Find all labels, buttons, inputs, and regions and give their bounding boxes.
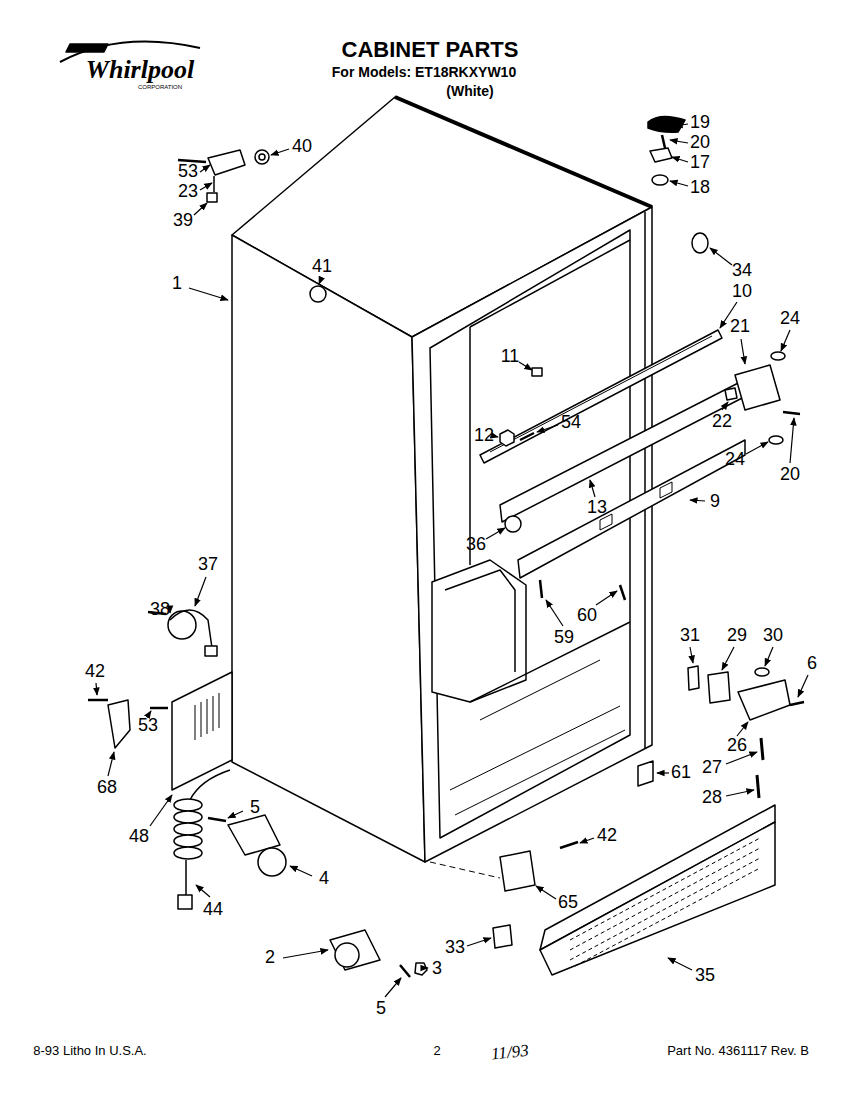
callout-number: 53 — [178, 162, 198, 182]
callout-number: 21 — [730, 317, 750, 337]
callout-number: 48 — [129, 827, 149, 847]
callout-number: 40 — [292, 137, 312, 157]
callout-number: 34 — [732, 261, 752, 281]
callout-number: 33 — [445, 938, 465, 958]
page-number: 2 — [433, 1044, 440, 1058]
callout-number: 36 — [466, 535, 486, 555]
model-line: (White) — [446, 84, 493, 99]
callout-number: 10 — [732, 282, 752, 302]
callout-number: 37 — [198, 555, 218, 575]
logo-text: Whirlpool — [86, 56, 194, 85]
callout-number: 17 — [690, 153, 710, 173]
callout-number: 30 — [763, 626, 783, 646]
callout-number: 61 — [671, 763, 691, 783]
callout-number: 18 — [690, 178, 710, 198]
callout-number: 6 — [807, 654, 817, 674]
callout-number: 68 — [97, 778, 117, 798]
callout-number: 41 — [312, 257, 332, 277]
callout-number: 26 — [727, 736, 747, 756]
callout-number: 1 — [172, 274, 182, 294]
callout-number: 39 — [173, 211, 193, 231]
diagram-title: CABINET PARTS — [342, 38, 519, 62]
callout-number: 29 — [727, 626, 747, 646]
callout-number: 28 — [702, 788, 722, 808]
callout-number: 13 — [587, 498, 607, 518]
callout-number: 9 — [710, 492, 720, 512]
callout-number: 53 — [138, 716, 158, 736]
callout-number: 20 — [690, 133, 710, 153]
footer-note: 8-93 Litho In U.S.A. — [33, 1044, 146, 1058]
logo-text: CORPORATION — [138, 84, 182, 91]
callout-number: 31 — [680, 626, 700, 646]
callout-number: 44 — [203, 900, 223, 920]
callout-number: 59 — [554, 628, 574, 648]
callout-number: 27 — [702, 758, 722, 778]
callout-number: 3 — [432, 959, 442, 979]
callout-number: 5 — [376, 999, 386, 1019]
callout-number: 42 — [597, 826, 617, 846]
callout-number: 54 — [561, 413, 581, 433]
callout-number: 4 — [319, 869, 329, 889]
callout-number: 23 — [178, 182, 198, 202]
model-line: For Models: ET18RKXYW10 — [332, 65, 516, 80]
callout-number: 24 — [780, 309, 800, 329]
callout-number: 60 — [577, 606, 597, 626]
callout-number: 35 — [695, 966, 715, 986]
callout-number: 42 — [85, 662, 105, 682]
callout-number: 38 — [150, 600, 170, 620]
callout-number: 20 — [780, 465, 800, 485]
callout-number: 12 — [474, 426, 494, 446]
callout-number: 5 — [250, 798, 260, 818]
callout-number: 65 — [558, 893, 578, 913]
callout-number: 22 — [712, 412, 732, 432]
handwritten-date: 11/93 — [490, 1042, 529, 1065]
callout-number: 24 — [725, 450, 745, 470]
callout-number: 2 — [265, 948, 275, 968]
callout-number: 19 — [690, 113, 710, 133]
callout-number: 11 — [501, 347, 520, 367]
part-number: Part No. 4361117 Rev. B — [667, 1044, 809, 1058]
